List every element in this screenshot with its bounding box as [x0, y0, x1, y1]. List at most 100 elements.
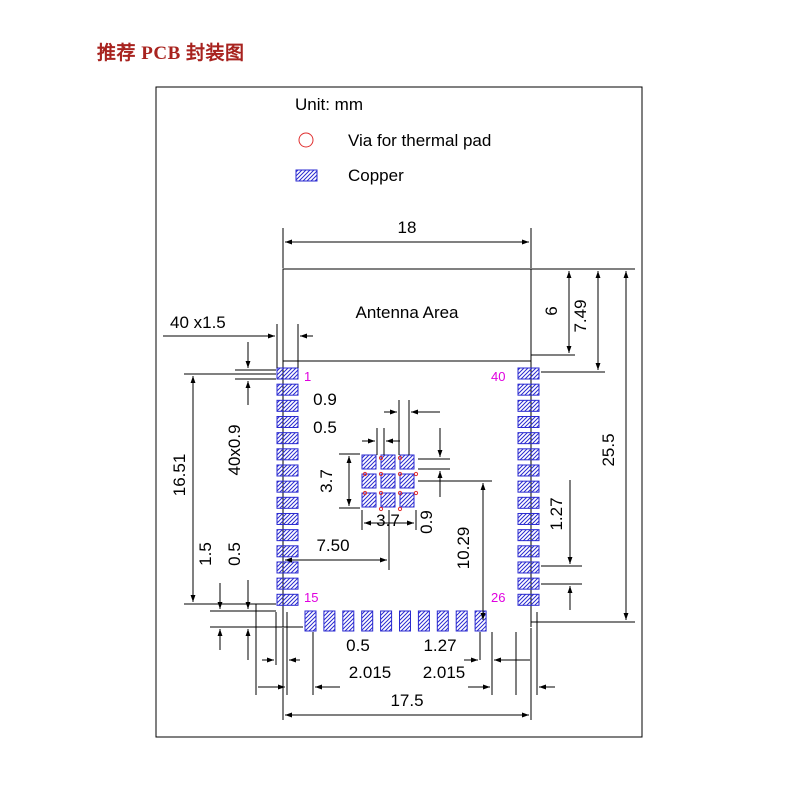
pad-left: [276, 512, 299, 525]
pad-left: [276, 529, 299, 542]
pad-bottom: [323, 610, 336, 632]
pad-right: [517, 399, 540, 412]
pad-left: [276, 415, 299, 428]
antenna-area-label: Antenna Area: [355, 303, 459, 322]
pad-left: [276, 480, 299, 493]
pad-left: [276, 577, 299, 590]
pad-left: [276, 448, 299, 461]
dim-0-5-left: 0.5: [225, 542, 244, 566]
pin-label-26: 26: [491, 590, 505, 605]
pad-bottom: [436, 610, 449, 632]
dim-ep-3-7-v: 3.7: [317, 469, 336, 493]
pad-bottom: [342, 610, 355, 632]
thermal-via: [413, 471, 419, 477]
dim-16-51: 16.51: [170, 454, 189, 497]
pad-right: [517, 383, 540, 396]
dim-ep-0-9-v: 0.9: [417, 510, 436, 534]
pad-left: [276, 464, 299, 477]
pad-right: [517, 577, 540, 590]
thermal-pad: [380, 473, 396, 489]
pad-left: [276, 496, 299, 509]
legend-unit: Unit: mm: [295, 95, 363, 114]
thermal-via: [362, 490, 368, 496]
pad-right: [517, 593, 540, 606]
pad-left: [276, 367, 299, 380]
thermal-via: [397, 490, 403, 496]
thermal-via: [413, 490, 419, 496]
pad-left: [276, 561, 299, 574]
dim-18: 18: [398, 218, 417, 237]
dimension-lines: [163, 228, 635, 720]
pad-right: [517, 480, 540, 493]
pad-right: [517, 561, 540, 574]
thermal-via: [378, 471, 384, 477]
pad-right: [517, 448, 540, 461]
dim-6: 6: [542, 306, 561, 315]
thermal-pad: [380, 492, 396, 508]
thermal-via: [378, 506, 384, 512]
dim-40x1-5: 40 x1.5: [170, 313, 226, 332]
via-legend-icon: [298, 132, 314, 148]
dim-ep-3-7-h: 3.7: [376, 511, 400, 530]
pad-left: [276, 399, 299, 412]
dim-7-49: 7.49: [571, 299, 590, 332]
pad-bottom: [380, 610, 393, 632]
dim-ep-0-5-top: 0.5: [313, 418, 337, 437]
pad-bottom: [361, 610, 374, 632]
dim-2-015-right: 2.015: [423, 663, 466, 682]
dim-10-29: 10.29: [454, 527, 473, 570]
dim-ep-0-9-top: 0.9: [313, 390, 337, 409]
pad-right: [517, 432, 540, 445]
pad-bottom: [304, 610, 317, 632]
pad-right: [517, 512, 540, 525]
pads-group: [276, 367, 540, 632]
thermal-pad: [399, 473, 415, 489]
pad-bottom: [417, 610, 430, 632]
thermal-pad: [399, 492, 415, 508]
dim-1-5: 1.5: [196, 542, 215, 566]
pad-bottom: [399, 610, 411, 632]
pin-label-40: 40: [491, 369, 505, 384]
pad-bottom: [455, 610, 468, 632]
dim-25-5: 25.5: [599, 433, 618, 466]
thermal-pad: [361, 492, 377, 508]
pin-label-15: 15: [304, 590, 318, 605]
pad-left: [276, 593, 299, 606]
page-title: 推荐 PCB 封装图: [97, 43, 245, 64]
thermal-pad: [361, 473, 377, 489]
thermal-via: [378, 490, 384, 496]
pad-left: [276, 383, 299, 396]
pad-right: [517, 529, 540, 542]
pad-left: [276, 432, 299, 445]
dim-1-27-bottom: 1.27: [423, 636, 456, 655]
dim-0-5-bottom: 0.5: [346, 636, 370, 655]
pin-label-1: 1: [304, 369, 311, 384]
pad-right: [517, 545, 540, 558]
antenna-area: [282, 268, 532, 362]
thermal-via: [378, 455, 384, 461]
copper-legend-icon: [295, 169, 318, 182]
thermal-pad: [399, 454, 415, 470]
pad-right: [517, 415, 540, 428]
thermal-via: [397, 506, 403, 512]
pad-bottom: [474, 610, 487, 632]
legend-copper-label: Copper: [348, 166, 404, 185]
thermal-via: [397, 455, 403, 461]
dim-1-27-right: 1.27: [547, 497, 566, 530]
thermal-via: [362, 471, 368, 477]
thermal-pad: [361, 454, 377, 470]
pad-right: [517, 367, 540, 380]
thermal-pad: [380, 454, 396, 470]
dim-7-50: 7.50: [316, 536, 349, 555]
legend-via-label: Via for thermal pad: [348, 131, 491, 150]
vias-group: [362, 455, 419, 512]
dim-17-5: 17.5: [390, 691, 423, 710]
pad-right: [517, 496, 540, 509]
thermal-via: [397, 471, 403, 477]
drawing-frame: [155, 86, 643, 738]
pad-left: [276, 545, 299, 558]
dim-40x0-9: 40x0.9: [225, 424, 244, 475]
dim-2-015-left: 2.015: [349, 663, 392, 682]
pad-right: [517, 464, 540, 477]
